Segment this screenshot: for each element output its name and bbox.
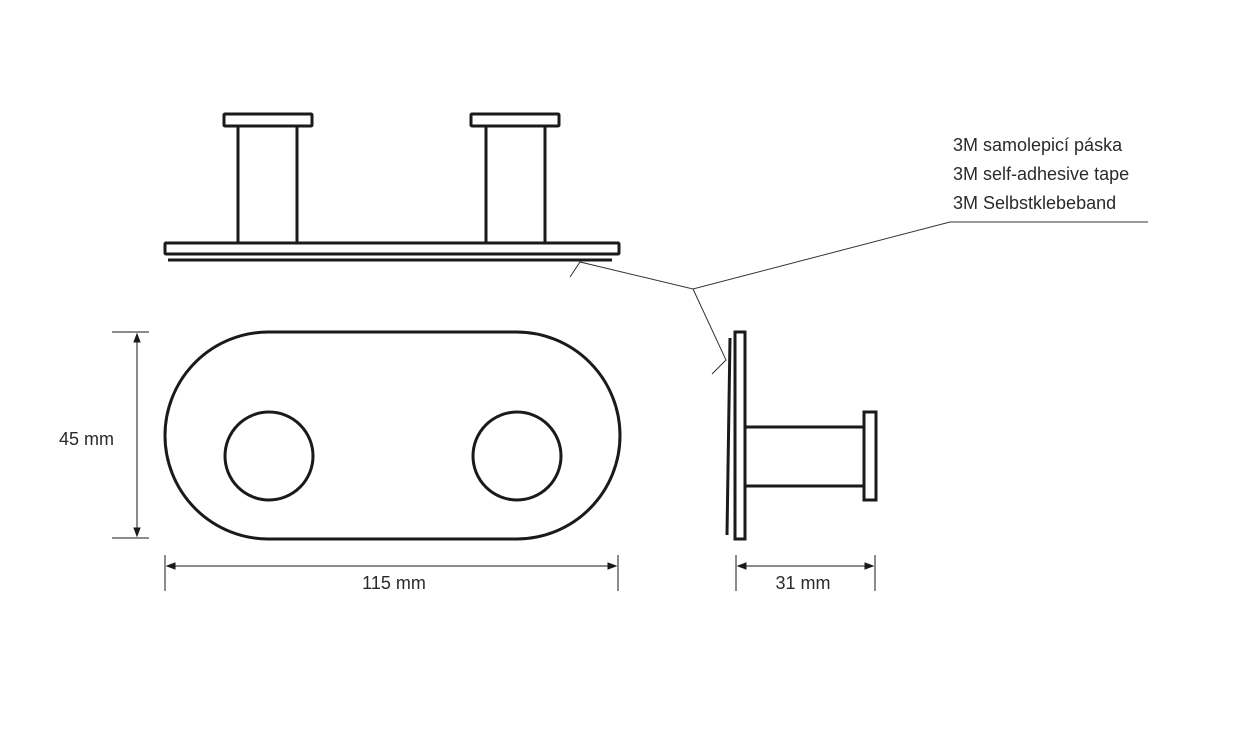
dimension-height: 45 mm [59,429,114,449]
side-cap [862,410,878,502]
base-plate [163,241,621,256]
label-tape-de: 3M Selbstklebeband [953,193,1116,213]
label-tape-en: 3M self-adhesive tape [953,164,1129,184]
hook-cap-left [222,112,314,128]
hook-cap-right [469,112,561,128]
front-view [163,330,622,541]
side-plate [733,330,747,541]
dimension-depth: 31 mm [775,573,830,593]
leader-lines [569,221,1148,375]
dimension-width: 115 mm [362,573,426,593]
label-tape-cz: 3M samolepicí páska [953,135,1123,155]
hook-circle-right [471,410,563,502]
hook-circle-left [223,410,315,502]
top-view [163,112,621,262]
oval-plate [163,330,622,541]
side-view [725,330,878,541]
side-tape [725,337,732,536]
dimension-lines [112,331,876,591]
